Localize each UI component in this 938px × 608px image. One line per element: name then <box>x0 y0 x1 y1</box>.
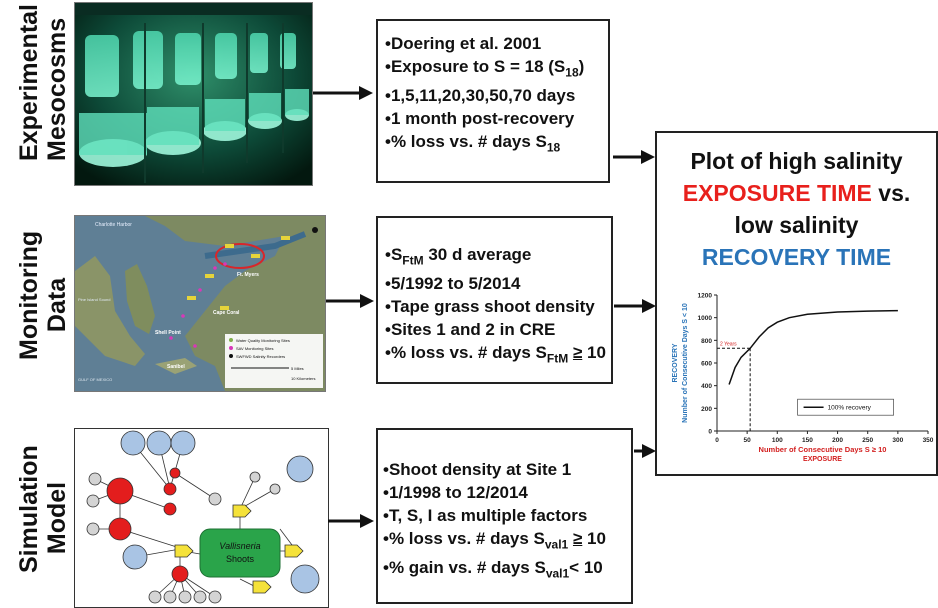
legend-label: 100% recovery <box>828 405 872 412</box>
row-label-simulation: Simulation Model <box>15 445 71 573</box>
y-tick-label: 0 <box>708 429 712 436</box>
arrow-to-result-1 <box>613 150 655 164</box>
monitoring-map: Charlotte Harbor Ft. Myers Cape Coral Sh… <box>74 215 326 392</box>
exposure-time-text: EXPOSURE TIME <box>682 180 872 206</box>
mesocosm-image <box>75 3 312 185</box>
row-label-monitoring: Monitoring Data <box>15 230 71 360</box>
map-place: Shell Point <box>155 330 181 336</box>
y-tick-label: 600 <box>701 361 712 368</box>
bullet-item: •% loss vs. # days S18 <box>385 132 561 155</box>
bullet-item: •Exposure to S = 18 (S18) <box>385 57 585 80</box>
x-tick-label: 150 <box>802 437 813 444</box>
bullet-item: •% gain vs. # days Sval1< 10 <box>383 558 603 581</box>
map-title: Charlotte Harbor <box>95 222 132 228</box>
mesocosm-photo <box>74 2 313 186</box>
x-tick-label: 300 <box>892 437 903 444</box>
bullet-item: •Tape grass shoot density <box>385 297 595 317</box>
row-label-line: Data <box>43 277 71 333</box>
arrow-to-result-2 <box>614 299 656 313</box>
bullet-item: •1,5,11,20,30,50,70 days <box>385 86 576 106</box>
bullet-list: •Doering et al. 2001 •Exposure to S = 18… <box>385 32 608 160</box>
result-line: low salinity <box>734 212 859 238</box>
x-tick-label: 100 <box>772 437 783 444</box>
row-label-line: Experimental <box>15 3 43 161</box>
bullet-item: •% loss vs. # days Sval1 ≥ 10 <box>383 529 606 552</box>
map-place: Ft. Myers <box>237 272 259 278</box>
result-line: EXPOSURE TIME vs. <box>657 177 936 209</box>
mesocosm-info-box: •Doering et al. 2001 •Exposure to S = 18… <box>376 19 610 183</box>
y-tick-label: 400 <box>701 383 712 390</box>
simulation-model-diagram: Vallisneria Shoots <box>74 428 329 608</box>
bullet-list: •SFtM 30 d average •5/1992 to 5/2014 •Ta… <box>385 243 611 371</box>
bullet-item: •1/1998 to 12/2014 <box>383 483 528 502</box>
series-line <box>728 309 898 385</box>
legend-box <box>797 398 894 416</box>
map-legend-item: Water Quality Monitoring Sites <box>236 338 290 343</box>
annotation-label: 2 Years <box>720 341 737 347</box>
chart-background <box>660 281 936 468</box>
bullet-item: •% loss vs. # days SFtM ≥ 10 <box>385 343 606 366</box>
bullet-item: •T, S, I as multiple factors <box>383 506 588 525</box>
x-axis-sublabel: EXPOSURE <box>803 456 842 463</box>
row-label-line: Monitoring <box>15 230 43 360</box>
x-tick-label: 200 <box>832 437 843 444</box>
bullet-item: •Shoot density at Site 1 <box>383 460 572 479</box>
map-place: Pine Island Sound <box>78 297 110 302</box>
arrow-row2 <box>326 294 374 308</box>
arrow-to-result-3 <box>634 444 656 458</box>
x-tick-label: 350 <box>923 437 934 444</box>
bullet-item: •1 month post-recovery <box>385 109 575 129</box>
bullet-item: •Doering et al. 2001 <box>385 34 542 53</box>
arrow-row1 <box>313 86 373 100</box>
map-place: GULF OF MEXICO <box>78 377 112 382</box>
model-node-label: Vallisneria <box>219 541 260 551</box>
y-axis-sublabel: RECOVERY <box>672 343 679 382</box>
y-tick-label: 1000 <box>698 315 713 322</box>
monitoring-info-box: •SFtM 30 d average •5/1992 to 5/2014 •Ta… <box>376 216 613 384</box>
model-node-label: Shoots <box>226 554 255 564</box>
recovery-chart: 0 200 400 600 800 1000 1200 0 50 100 150 200 250 300 3… <box>660 281 936 468</box>
row-label-line: Model <box>43 481 71 555</box>
map-scale-label: 5 Miles <box>291 366 304 371</box>
bullet-item: •SFtM 30 d average <box>385 245 532 268</box>
map-legend-item: SWFWD Salinity Recorders <box>236 354 285 359</box>
x-axis-label: Number of Consecutive Days S ≥ 10 <box>759 445 887 454</box>
map-image: Charlotte Harbor Ft. Myers Cape Coral Sh… <box>75 216 325 391</box>
y-tick-label: 800 <box>701 338 712 345</box>
row-label-line: Mesocosms <box>43 17 71 161</box>
row-label-mesocosms: Experimental Mesocosms <box>15 3 71 161</box>
map-place: Sanibel <box>167 364 185 370</box>
row-label-line: Simulation <box>15 445 43 573</box>
y-axis-label: Number of Consecutive Days S < 10 <box>682 303 689 423</box>
bullet-list: •Shoot density at Site 1 •1/1998 to 12/2… <box>383 458 631 586</box>
bullet-item: •Sites 1 and 2 in CRE <box>385 320 556 340</box>
result-text: vs. <box>871 180 911 206</box>
x-tick-label: 50 <box>744 437 752 444</box>
result-line: Plot of high salinity <box>690 148 903 174</box>
recovery-time-text: RECOVERY TIME <box>701 244 892 270</box>
y-tick-label: 1200 <box>698 293 713 300</box>
y-tick-label: 200 <box>701 406 712 413</box>
x-tick-label: 0 <box>715 437 719 444</box>
simulation-info-box: •Shoot density at Site 1 •1/1998 to 12/2… <box>376 428 633 604</box>
arrow-row3 <box>328 514 374 528</box>
map-legend-item: SAV Monitoring Sites <box>236 346 274 351</box>
bullet-item: •5/1992 to 5/2014 <box>385 274 521 294</box>
x-tick-label: 250 <box>862 437 873 444</box>
model-image: Vallisneria Shoots <box>75 429 328 607</box>
map-place: Cape Coral <box>213 310 240 316</box>
map-scale-label: 10 Kilometers <box>291 376 315 381</box>
